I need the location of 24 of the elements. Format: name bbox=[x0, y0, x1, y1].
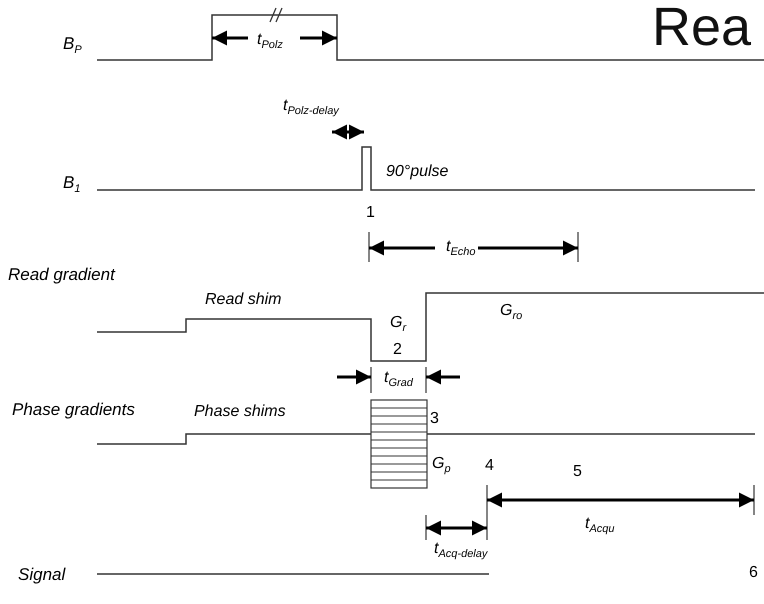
waveform-label: G$_{r}$ bbox=[390, 315, 406, 334]
title: Rea bbox=[652, 0, 752, 54]
step-number: 3 bbox=[430, 411, 439, 427]
channel-name: Read gradient bbox=[8, 266, 115, 283]
duration-label: t$_{Polz}$ bbox=[257, 32, 283, 51]
step-number: 2 bbox=[393, 342, 402, 358]
duration-label: t$_{Echo}$ bbox=[446, 239, 476, 258]
signal-name: B$_{P}$ bbox=[63, 35, 82, 56]
step-number: 4 bbox=[485, 458, 494, 474]
channel-name: Signal bbox=[18, 566, 66, 583]
waveform-label: Read shim bbox=[205, 292, 282, 308]
signal-name: B$_{1}$ bbox=[63, 174, 80, 195]
pulse-label: 90°pulse bbox=[386, 164, 448, 180]
duration-label: t$_{Acqu}$ bbox=[585, 516, 615, 535]
step-number: 1 bbox=[366, 205, 375, 221]
step-number: 5 bbox=[573, 464, 582, 480]
waveform-label: Phase shims bbox=[194, 404, 286, 420]
step-number: 6 bbox=[749, 565, 758, 581]
duration-label: t$_{Polz-delay}$ bbox=[283, 98, 339, 117]
duration-label: t$_{Grad}$ bbox=[384, 370, 413, 389]
duration-label: t$_{Acq-delay}$ bbox=[434, 541, 488, 560]
waveform-label: G$_{ro}$ bbox=[500, 303, 522, 322]
waveform-label: G$_{p}$ bbox=[432, 456, 451, 475]
channel-name: Phase gradients bbox=[12, 401, 135, 418]
